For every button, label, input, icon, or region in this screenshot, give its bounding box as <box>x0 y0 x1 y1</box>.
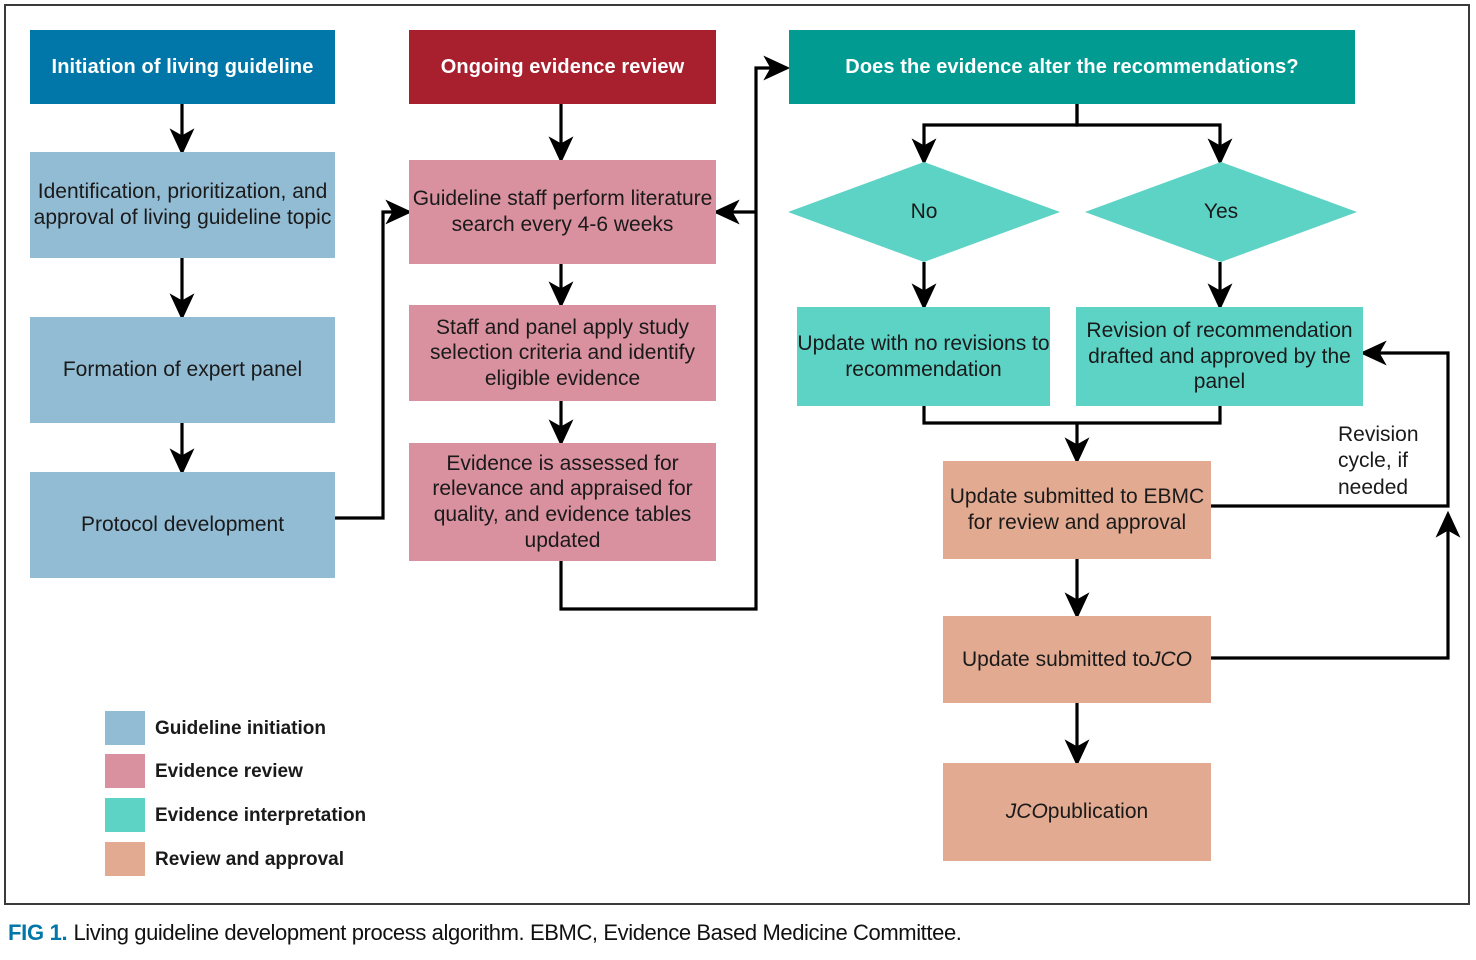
figure-caption-label: FIG 1. <box>8 920 68 945</box>
legend-swatch-evidence-interpretation <box>105 798 145 832</box>
node-update-with-no-revisions: Update with no revisions to recommendati… <box>797 307 1050 406</box>
jco-italic-1: JCO <box>1149 647 1192 671</box>
node-jco-publication: JCO publication <box>943 763 1211 861</box>
node-study-selection-criteria: Staff and panel apply study selection cr… <box>409 305 716 401</box>
legend-label-evidence-review: Evidence review <box>155 761 303 782</box>
header-ongoing-evidence-review: Ongoing evidence review <box>409 30 716 104</box>
decision-label-no: No <box>910 200 938 223</box>
node-revision-of-recommendation-drafted: Revision of recommendation drafted and a… <box>1076 307 1363 406</box>
legend-swatch-guideline-initiation <box>105 711 145 745</box>
jco-publication-suffix: publication <box>1047 800 1149 824</box>
update-submitted-to-jco-prefix: Update submitted to <box>962 647 1150 671</box>
label-revision-cycle-if-needed: Revision cycle, if needed <box>1338 423 1419 499</box>
legend-swatch-review-and-approval <box>105 842 145 876</box>
node-formation-of-expert-panel: Formation of expert panel <box>30 317 335 423</box>
figure-caption: FIG 1. Living guideline development proc… <box>8 920 1408 946</box>
jco-italic-2: JCO <box>1005 800 1048 824</box>
node-guideline-staff-literature-search: Guideline staff perform literature searc… <box>409 160 716 264</box>
legend-label-evidence-interpretation: Evidence interpretation <box>155 805 367 826</box>
figure-caption-text: Living guideline development process alg… <box>73 920 962 945</box>
node-identification-prioritization-approval: Identification, prioritization, and appr… <box>30 152 335 258</box>
node-protocol-development: Protocol development <box>30 472 335 578</box>
header-initiation-of-living-guideline: Initiation of living guideline <box>30 30 335 104</box>
decision-diamond-yes: Yes <box>1085 162 1357 262</box>
header-does-evidence-alter-recommendations: Does the evidence alter the recommendati… <box>789 30 1355 104</box>
node-evidence-assessed-appraised: Evidence is assessed for relevance and a… <box>409 443 716 561</box>
node-update-submitted-to-ebmc: Update submitted to EBMC for review and … <box>943 461 1211 559</box>
legend-swatch-evidence-review <box>105 754 145 788</box>
node-update-submitted-to-jco: Update submitted to JCO <box>943 616 1211 703</box>
decision-label-yes: Yes <box>1203 200 1239 223</box>
decision-diamond-no: No <box>788 162 1060 262</box>
legend-label-guideline-initiation: Guideline initiation <box>155 718 326 739</box>
legend-label-review-and-approval: Review and approval <box>155 849 345 870</box>
